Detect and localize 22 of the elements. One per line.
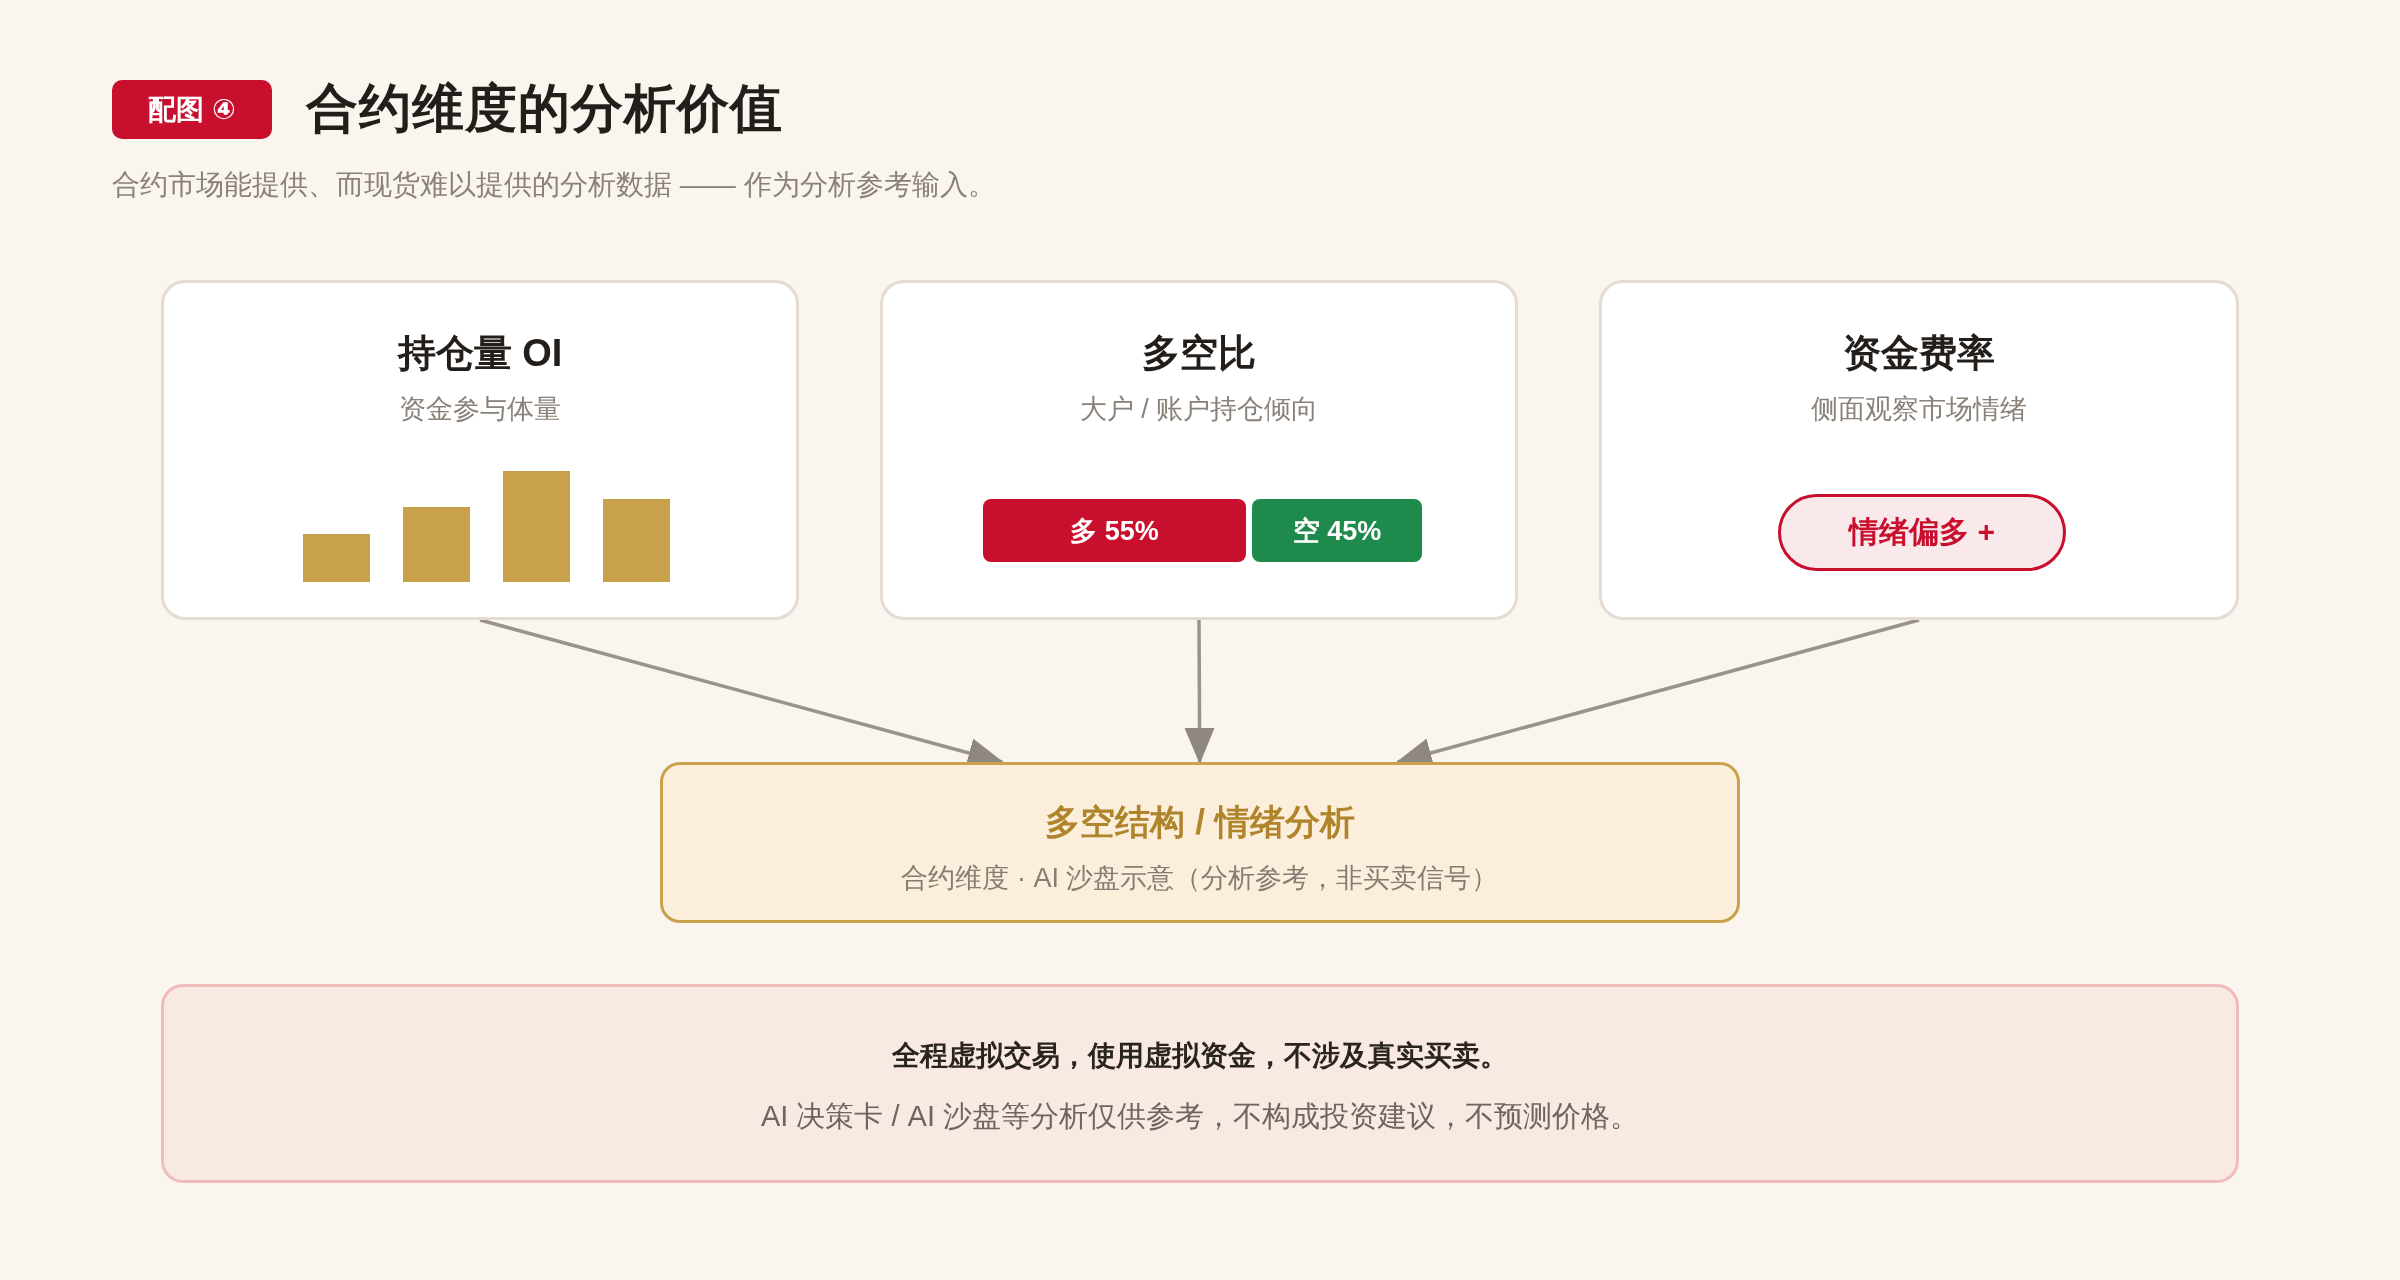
analysis-title: 多空结构 / 情绪分析 — [1045, 801, 1355, 843]
long-ratio-bar: 多 55% — [983, 499, 1246, 562]
card-title: 持仓量 OI — [397, 331, 563, 376]
card-subtitle: 大户 / 账户持仓倾向 — [1079, 393, 1319, 426]
title: 合约维度的分析价值 — [306, 78, 783, 139]
card-title: 资金费率 — [1843, 331, 1995, 376]
disclaimer-heading: 全程虚拟交易，使用虚拟资金，不涉及真实买卖。 — [892, 1039, 1508, 1073]
disclaimer-box — [161, 984, 2239, 1183]
card-title: 多空比 — [1142, 331, 1256, 376]
metric-card — [161, 280, 799, 620]
card-subtitle: 资金参与体量 — [399, 393, 561, 426]
analysis-box — [660, 762, 1740, 923]
card-subtitle: 侧面观察市场情绪 — [1811, 393, 2027, 426]
arrow — [1184, 620, 1215, 764]
metric-card — [1599, 280, 2239, 620]
short-ratio-bar: 空 45% — [1252, 499, 1422, 562]
disclaimer-text: AI 决策卡 / AI 沙盘等分析仅供参考，不构成投资建议，不预测价格。 — [760, 1099, 1640, 1134]
subtitle: 合约市场能提供、而现货难以提供的分析数据 —— 作为分析参考输入。 — [112, 168, 996, 202]
metric-card — [880, 280, 1518, 620]
sentiment-pill: 情绪偏多 + — [1778, 494, 2066, 571]
analysis-subtitle: 合约维度 · AI 沙盘示意（分析参考，非买卖信号） — [901, 862, 1499, 895]
figure-badge: 配图 ④ — [112, 80, 272, 139]
